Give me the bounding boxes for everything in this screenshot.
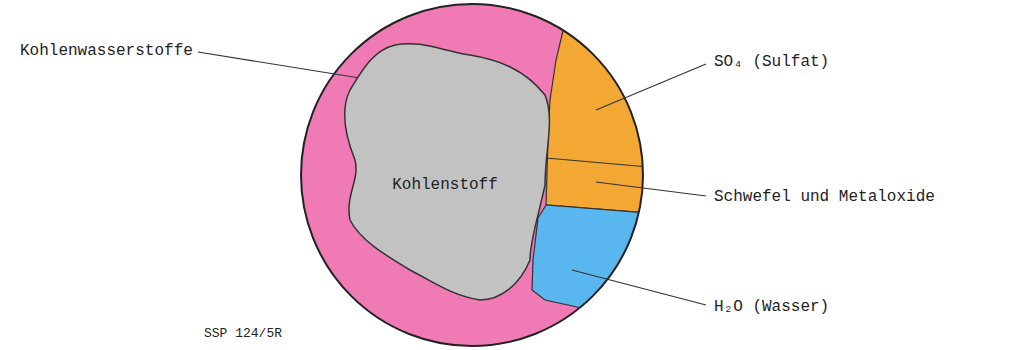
leader-line	[572, 270, 706, 305]
particle-outline	[301, 4, 643, 346]
leader-line	[596, 182, 706, 196]
leader-line	[596, 64, 706, 110]
callout-label: Schwefel und Metaloxide	[714, 188, 935, 206]
core-shape	[345, 44, 550, 300]
figure-code: SSP 124/5R	[204, 325, 282, 343]
region-label: Kohlenstoff	[392, 176, 498, 194]
water-region	[532, 205, 660, 314]
callout-label: SO₄ (Sulfat)	[714, 53, 829, 71]
callout-label: Kohlenwasserstoffe	[20, 42, 193, 60]
callout-label: H₂O (Wasser)	[714, 298, 829, 316]
carbon-core: Kohlenstoff	[340, 40, 560, 310]
leader-line	[198, 52, 372, 80]
core-outline	[340, 40, 560, 310]
